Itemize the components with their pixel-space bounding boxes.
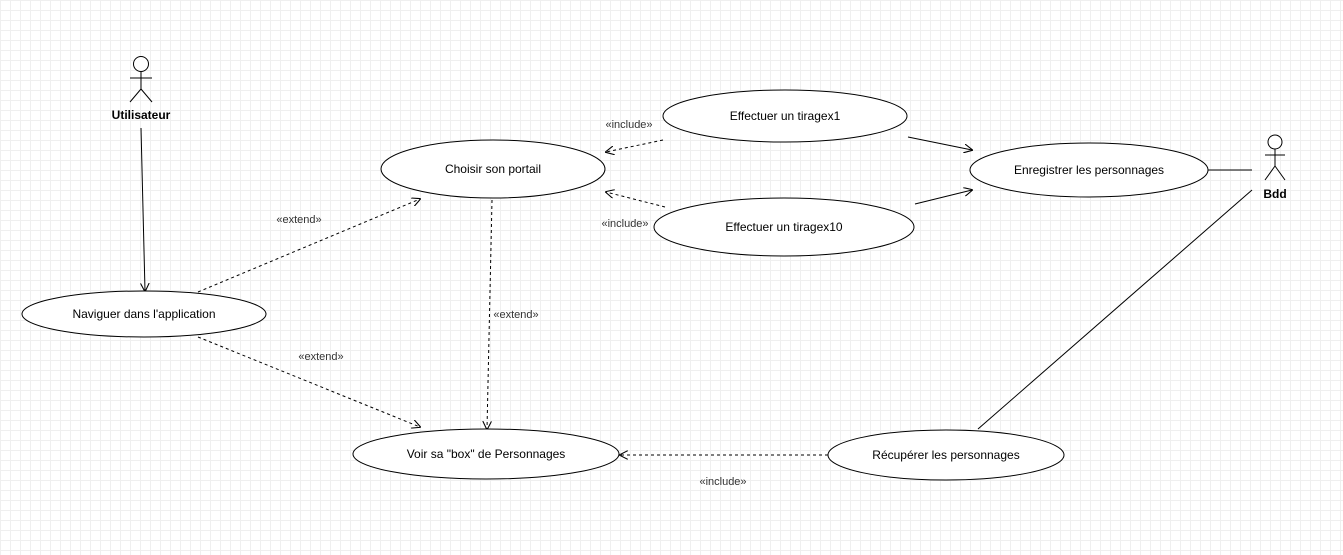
label-extend-choisir: «extend» — [276, 214, 321, 226]
actor-utilisateur-label: Utilisateur — [112, 108, 171, 122]
extend-choisir-voir-box[interactable] — [487, 199, 493, 429]
use-case-recuperer-label: Récupérer les personnages — [872, 448, 1019, 462]
extend-naviguer-choisir[interactable] — [197, 199, 420, 293]
use-case-voir-box[interactable]: Voir sa "box" de Personnages — [352, 428, 620, 480]
label-include-recuperer: «include» — [699, 476, 746, 488]
use-case-naviguer[interactable]: Naviguer dans l'application — [21, 290, 267, 338]
use-case-tirage10[interactable]: Effectuer un tiragex10 — [653, 197, 915, 257]
use-case-enregistrer[interactable]: Enregistrer les personnages — [969, 142, 1209, 198]
label-include-tirage1: «include» — [605, 119, 652, 131]
association-tirage1-enregistrer[interactable] — [907, 136, 972, 150]
use-case-choisir-portail[interactable]: Choisir son portail — [380, 139, 606, 199]
include-tirage10-choisir[interactable] — [606, 192, 666, 208]
use-case-enregistrer-label: Enregistrer les personnages — [1014, 163, 1164, 177]
use-case-choisir-portail-label: Choisir son portail — [445, 162, 541, 176]
actor-bdd-label: Bdd — [1263, 187, 1286, 201]
association-utilisateur-naviguer[interactable] — [141, 127, 145, 291]
label-extend-choisir-voir: «extend» — [493, 309, 538, 321]
use-case-recuperer[interactable]: Récupérer les personnages — [827, 429, 1065, 481]
stereotype-labels: «extend» «extend» «extend» «include» «in… — [276, 119, 746, 488]
use-case-voir-box-label: Voir sa "box" de Personnages — [407, 447, 566, 461]
label-extend-voir-box: «extend» — [298, 351, 343, 363]
association-bdd-recuperer[interactable] — [977, 189, 1253, 430]
connectors — [141, 127, 1253, 455]
include-tirage1-choisir[interactable] — [606, 139, 664, 152]
use-case-tirage10-label: Effectuer un tiragex10 — [725, 220, 843, 234]
stick-figure-icon — [129, 56, 153, 103]
use-case-tirage1-label: Effectuer un tiragex1 — [730, 109, 841, 123]
actor-bdd[interactable]: Bdd — [1263, 134, 1287, 201]
association-tirage10-enregistrer[interactable] — [914, 190, 972, 205]
label-include-tirage10: «include» — [601, 218, 648, 230]
use-case-tirage1[interactable]: Effectuer un tiragex1 — [662, 89, 908, 143]
use-case-naviguer-label: Naviguer dans l'application — [72, 307, 215, 321]
extend-naviguer-voir-box[interactable] — [197, 336, 420, 427]
stick-figure-icon — [1264, 134, 1286, 181]
actor-utilisateur[interactable]: Utilisateur — [112, 56, 171, 123]
